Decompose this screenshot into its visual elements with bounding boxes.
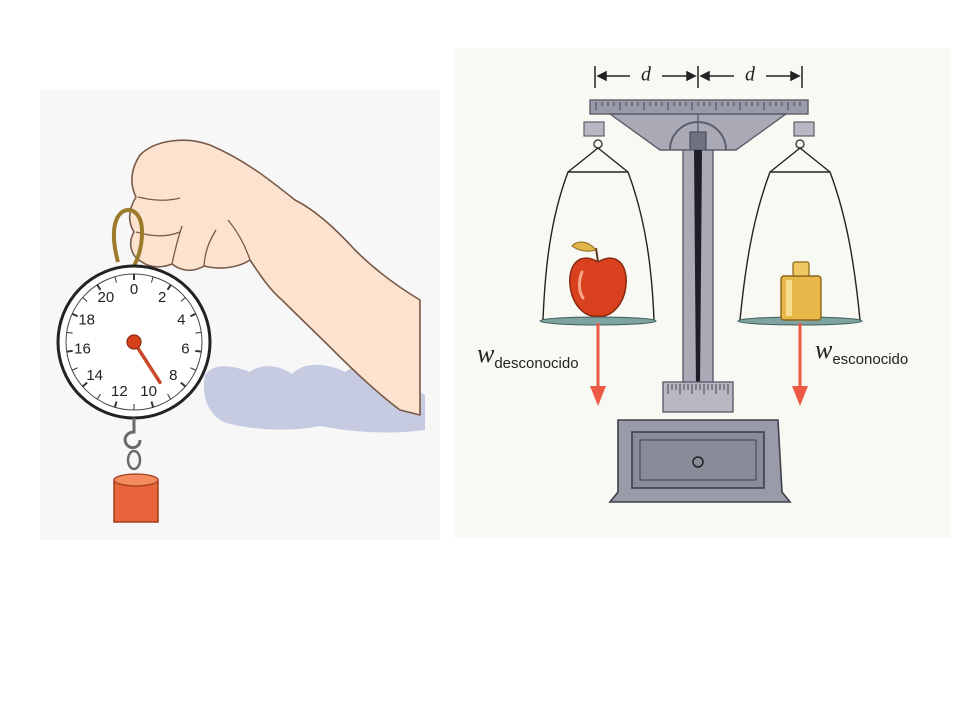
finger-crease	[171, 225, 183, 265]
dial-tick	[150, 401, 155, 408]
dial-number: 8	[169, 367, 177, 384]
dial-tick	[71, 367, 78, 371]
base-drawer-inner	[639, 439, 757, 481]
finger-crease	[203, 229, 217, 267]
left-weight-label: wdesconocido	[477, 339, 579, 372]
finger-crease	[137, 196, 181, 201]
hanging-link	[126, 449, 142, 471]
left-pan-frame	[542, 147, 655, 321]
scale-hook	[123, 418, 142, 450]
dial-tick	[96, 393, 101, 400]
balance-panel: d d	[455, 48, 950, 538]
hanging-mass	[113, 479, 159, 523]
dial-tick	[166, 284, 172, 291]
balance-beam	[589, 99, 809, 115]
dial-tick	[167, 393, 172, 400]
dial-number: 20	[98, 289, 115, 306]
brass-weight	[780, 261, 822, 321]
dial-tick	[190, 367, 197, 371]
dial-tick	[114, 276, 118, 283]
dial-tick	[82, 297, 88, 302]
dimension-markers	[594, 66, 803, 88]
apple	[569, 241, 627, 317]
right-weight-label: wesconocido	[815, 335, 908, 368]
dial-tick	[189, 312, 197, 318]
dial-tick	[66, 331, 73, 334]
dial-tick	[195, 331, 202, 334]
beam-hub	[689, 131, 707, 153]
dial-tick	[113, 401, 118, 408]
hanging-mass-top	[113, 473, 159, 487]
dimension-label-left: d	[641, 64, 652, 86]
dial-tick	[66, 349, 73, 353]
dial-tick	[180, 297, 186, 302]
drawer-knob	[692, 456, 704, 468]
finger-crease	[135, 231, 181, 237]
left-hanger	[583, 121, 605, 149]
dial-number: 0	[130, 281, 138, 298]
column-scale-ticks	[667, 384, 729, 394]
beam-arc	[669, 121, 727, 151]
dial-tick	[195, 349, 202, 353]
base-drawer	[631, 431, 765, 489]
dial-tick	[150, 276, 154, 283]
balance-needle	[694, 150, 702, 390]
dial-pointer	[132, 340, 162, 385]
column-scale-plate	[662, 381, 734, 413]
dial-number: 6	[181, 340, 189, 357]
dial-ticks	[66, 274, 202, 410]
dial-number: 16	[74, 340, 91, 357]
dimension-label-right: d	[745, 64, 756, 86]
right-pan-frame	[739, 147, 861, 321]
dial-tick	[71, 312, 79, 318]
dial-number: 10	[140, 383, 157, 400]
right-weight-arrow	[792, 323, 808, 406]
dial-number: 18	[78, 311, 95, 328]
dial-number: 12	[111, 383, 128, 400]
dial-tick	[96, 284, 102, 291]
beam-scale-ticks	[595, 102, 801, 110]
left-weight-arrow	[590, 323, 606, 406]
right-hanger	[793, 121, 815, 149]
dial-tick	[180, 381, 187, 388]
dial-number: 4	[177, 311, 185, 328]
dial-hub	[126, 334, 142, 350]
thumb-line	[227, 219, 251, 261]
hand	[128, 139, 421, 416]
dial-tick	[81, 381, 88, 388]
dial-number: 14	[86, 367, 103, 384]
dial-number: 2	[158, 289, 166, 306]
scale-ring	[111, 208, 145, 267]
